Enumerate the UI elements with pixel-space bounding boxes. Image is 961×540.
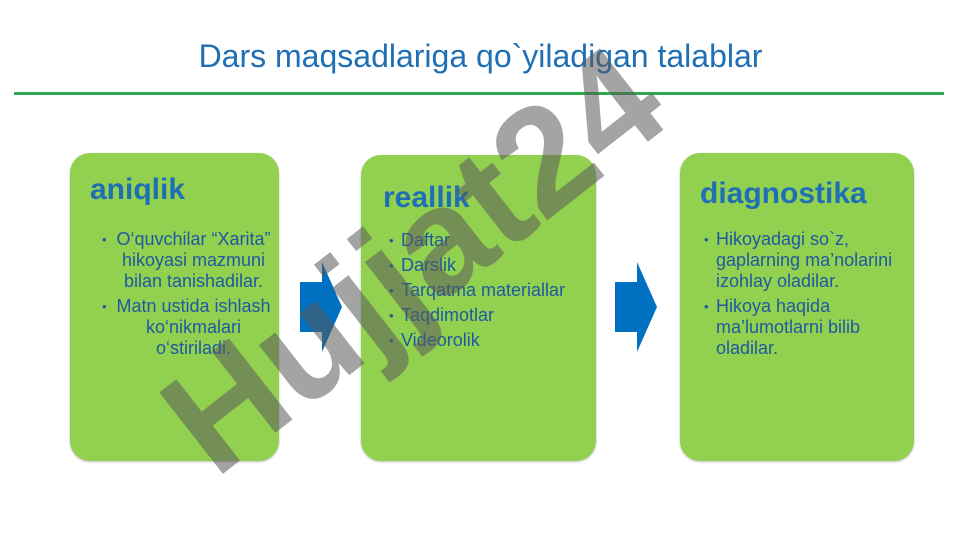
chevron-right-arrow-icon <box>300 262 342 352</box>
chevron-right-arrow-icon <box>615 262 657 352</box>
list-item: Hikoyadagi so`z, gaplarning ma’nolarini … <box>704 229 909 292</box>
list-item: Matn ustida ishlash ko‘nikmalari o‘stiri… <box>100 296 275 359</box>
list-item: Tarqatma materiallar <box>389 280 589 301</box>
list-item: O‘quvchilar “Xarita” hikoyasi mazmuni bi… <box>100 229 275 292</box>
card-heading: diagnostika <box>700 177 867 210</box>
card-list: Daftar Darslik Tarqatma materiallar Taqd… <box>389 230 589 355</box>
list-item: Darslik <box>389 255 589 276</box>
list-item: Hikoya haqida ma’lumotlarni bilib oladil… <box>704 296 909 359</box>
card-aniqlik: aniqlik O‘quvchilar “Xarita” hikoyasi ma… <box>70 153 279 461</box>
title-underline <box>14 92 944 95</box>
card-diagnostika: diagnostika Hikoyadagi so`z, gaplarning … <box>680 153 914 461</box>
card-heading: aniqlik <box>90 173 186 206</box>
slide-title: Dars maqsadlariga qo`yiladigan talablar <box>198 38 763 74</box>
card-heading: reallik <box>383 181 470 214</box>
list-item: Daftar <box>389 230 589 251</box>
list-item: Taqdimotlar <box>389 305 589 326</box>
card-list: Hikoyadagi so`z, gaplarning ma’nolarini … <box>704 229 909 363</box>
list-item: Videorolik <box>389 330 589 351</box>
card-reallik: reallik Daftar Darslik Tarqatma material… <box>361 155 596 461</box>
card-list: O‘quvchilar “Xarita” hikoyasi mazmuni bi… <box>100 229 275 363</box>
